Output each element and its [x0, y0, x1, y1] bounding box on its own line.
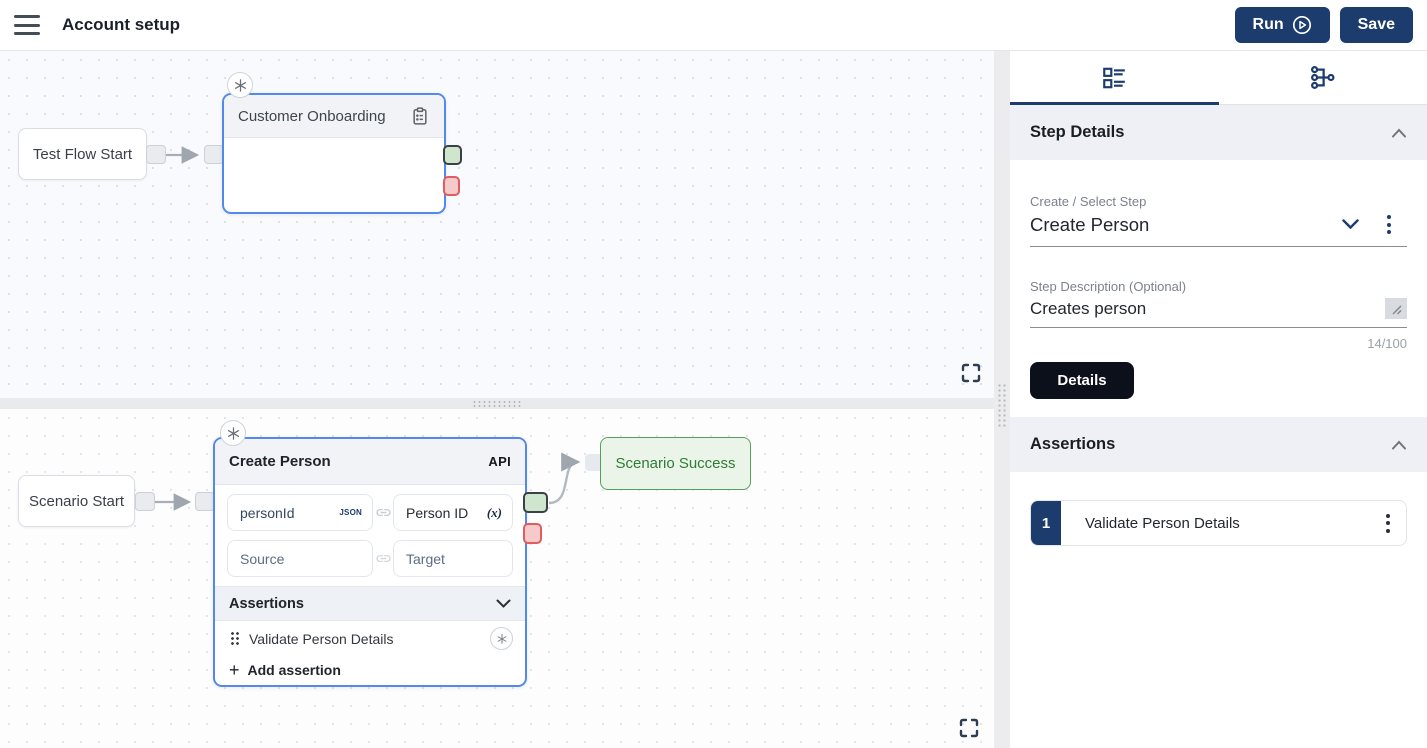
play-circle-icon — [1292, 15, 1311, 35]
right-sidebar: Step Details Create / Select Step Create… — [1010, 51, 1427, 748]
save-button-label: Save — [1357, 16, 1395, 33]
clipboard-icon[interactable] — [410, 105, 430, 127]
scenario-start-label: Scenario Start — [28, 492, 125, 510]
scenario-start-out-handle[interactable] — [135, 492, 155, 511]
json-tag: JSON — [339, 508, 362, 517]
link-icon — [373, 550, 393, 567]
mapping-source-label: personId — [240, 504, 295, 521]
node-assertion-row[interactable]: Validate Person Details — [215, 621, 525, 650]
scenario-start-node[interactable]: Scenario Start — [18, 475, 135, 527]
splitter-grip-icon[interactable] — [472, 400, 522, 407]
step-select-label: Create / Select Step — [1030, 194, 1147, 209]
customer-onboarding-title: Customer Onboarding — [238, 107, 386, 125]
step-select-field[interactable]: Create / Select Step Create Person — [1030, 194, 1407, 247]
edge-layer — [166, 146, 200, 164]
canvas-column: Test Flow Start Customer Onb — [0, 51, 994, 748]
kebab-icon[interactable] — [1384, 512, 1392, 535]
hamburger-icon[interactable] — [14, 15, 40, 35]
test-flow-start-out-handle[interactable] — [146, 145, 166, 164]
chevron-up-icon[interactable] — [1391, 128, 1407, 138]
scenario-canvas[interactable]: Scenario Start Create Person — [0, 409, 994, 748]
step-description-label: Step Description (Optional) — [1030, 279, 1187, 294]
chevron-down-icon[interactable] — [496, 599, 511, 609]
assertion-index-badge: 1 — [1031, 501, 1061, 545]
step-select-value[interactable]: Create Person — [1030, 213, 1150, 235]
mapping-target-label: Target — [406, 550, 445, 567]
asterisk-icon[interactable] — [490, 627, 513, 650]
scenario-success-node[interactable]: Scenario Success — [600, 437, 751, 490]
customer-onboarding-in-handle[interactable] — [204, 145, 224, 164]
chevron-down-icon[interactable] — [1342, 219, 1359, 230]
add-assertion-button[interactable]: + Add assertion — [215, 650, 525, 690]
mapping-source-pill[interactable]: Source — [227, 540, 373, 577]
create-person-title: Create Person — [229, 453, 331, 470]
customer-onboarding-success-handle[interactable] — [443, 145, 462, 165]
api-badge: API — [488, 454, 511, 469]
kebab-icon[interactable] — [1385, 213, 1393, 236]
drag-handle-icon[interactable] — [229, 630, 239, 647]
create-person-node[interactable]: Create Person API personId JSON — [213, 437, 527, 687]
flow-tree-icon — [1311, 66, 1335, 89]
mapping-row: Source Target — [215, 540, 525, 577]
node-assertions-toggle[interactable]: Assertions — [215, 586, 525, 621]
mapping-target-label: Person ID — [406, 504, 469, 521]
test-flow-start-label: Test Flow Start — [32, 145, 133, 163]
create-person-failure-handle[interactable] — [523, 523, 542, 544]
expand-icon[interactable] — [959, 361, 983, 385]
function-x-icon: (x) — [486, 504, 502, 520]
step-description-value[interactable]: Creates person — [1030, 299, 1147, 318]
test-flow-start-node[interactable]: Test Flow Start — [18, 128, 147, 180]
customer-onboarding-node[interactable]: Customer Onboarding — [222, 93, 446, 214]
save-button[interactable]: Save — [1339, 7, 1413, 43]
vertical-splitter[interactable] — [994, 51, 1010, 748]
test-flow-canvas[interactable]: Test Flow Start Customer Onb — [0, 51, 994, 398]
create-person-header: Create Person API — [215, 439, 525, 485]
customer-onboarding-header: Customer Onboarding — [224, 95, 444, 138]
sidebar-tabbar — [1010, 51, 1427, 105]
asterisk-icon[interactable] — [227, 72, 253, 98]
step-description-field[interactable]: Step Description (Optional) Creates pers… — [1030, 279, 1407, 351]
tab-flow[interactable] — [1219, 51, 1427, 104]
step-details-header[interactable]: Step Details — [1010, 105, 1427, 160]
assertions-header[interactable]: Assertions — [1010, 417, 1427, 472]
create-person-success-handle[interactable] — [523, 492, 548, 513]
assertions-title: Assertions — [1030, 435, 1116, 453]
run-button-label: Run — [1252, 16, 1284, 33]
mapping-target-pill[interactable]: Person ID (x) — [393, 494, 513, 531]
assertion-card[interactable]: 1 Validate Person Details — [1030, 500, 1407, 546]
top-bar: Account setup Run Save — [0, 0, 1427, 51]
mapping-target-pill[interactable]: Target — [393, 540, 513, 577]
chevron-up-icon[interactable] — [1391, 440, 1407, 450]
horizontal-splitter[interactable] — [0, 398, 994, 409]
add-assertion-label: Add assertion — [247, 662, 341, 678]
mapping-source-pill[interactable]: personId JSON — [227, 494, 373, 531]
run-button[interactable]: Run — [1234, 7, 1330, 43]
char-counter: 14/100 — [1367, 336, 1407, 351]
assertion-card-label: Validate Person Details — [1085, 514, 1240, 532]
customer-onboarding-failure-handle[interactable] — [443, 176, 460, 196]
resize-handle-icon[interactable] — [1385, 298, 1407, 319]
asterisk-icon[interactable] — [220, 420, 246, 446]
details-button[interactable]: Details — [1030, 362, 1134, 399]
splitter-grip-icon[interactable] — [997, 383, 1007, 429]
step-details-form: Create / Select Step Create Person Step … — [1010, 160, 1427, 417]
page-title: Account setup — [62, 15, 181, 34]
create-person-in-handle[interactable] — [195, 492, 215, 511]
expand-icon[interactable] — [957, 716, 981, 740]
mapping-row: personId JSON Person ID (x) — [215, 494, 525, 531]
node-assertions-label: Assertions — [229, 595, 304, 612]
tab-step-details[interactable] — [1010, 51, 1219, 105]
step-details-title: Step Details — [1030, 123, 1125, 141]
list-details-icon — [1103, 67, 1126, 88]
mapping-source-label: Source — [240, 550, 285, 567]
node-assertion-label: Validate Person Details — [249, 630, 394, 647]
scenario-success-label: Scenario Success — [615, 455, 736, 472]
link-icon — [373, 504, 393, 521]
flow-title-field[interactable]: Account setup — [62, 9, 252, 41]
plus-icon: + — [229, 660, 240, 680]
assertions-panel: 1 Validate Person Details — [1010, 472, 1427, 748]
